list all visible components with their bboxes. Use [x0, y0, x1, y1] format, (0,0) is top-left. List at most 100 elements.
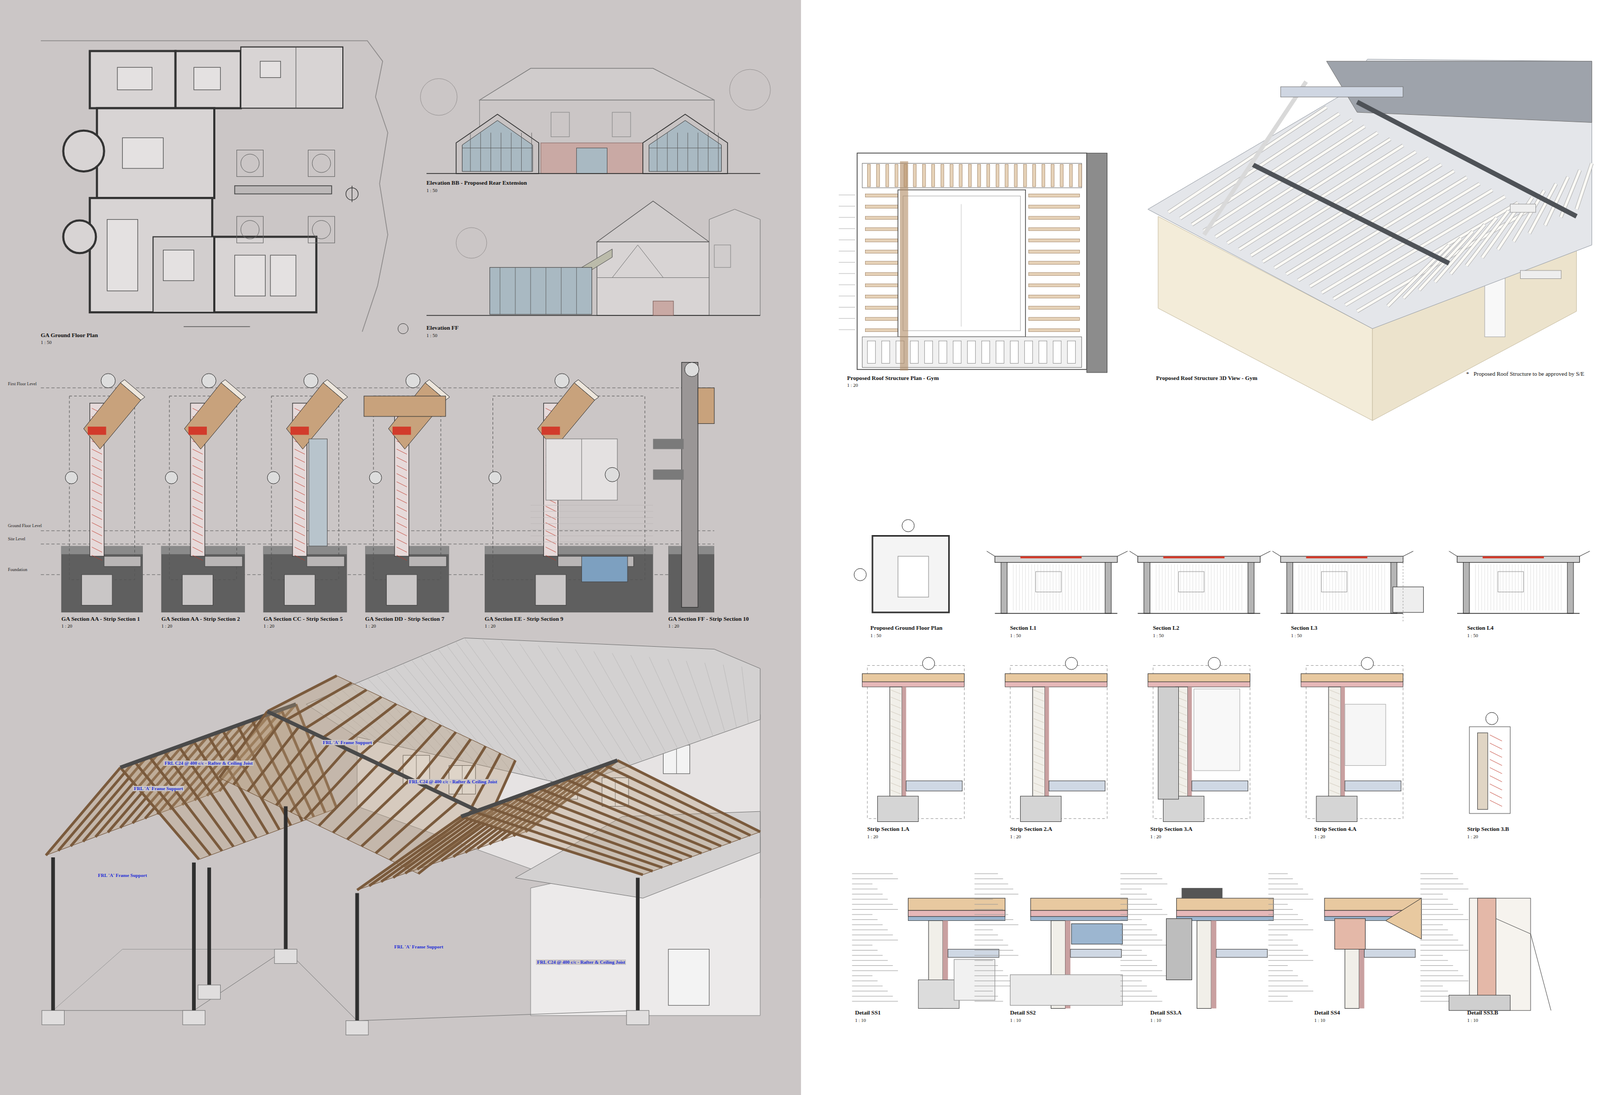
drawing-line [974, 995, 998, 997]
drawing-line [396, 555, 407, 561]
drawing-line [1539, 564, 1541, 611]
joist [867, 340, 876, 363]
strip-3b [1469, 726, 1511, 814]
drawing-line [487, 806, 663, 868]
drawing-line [851, 908, 898, 910]
scale-note: 1 : 10 [1314, 1017, 1326, 1023]
wall [1328, 686, 1341, 807]
rafter [1028, 216, 1080, 220]
drawing-line [351, 185, 353, 203]
drawing-line [396, 514, 407, 520]
gym-plan [872, 535, 950, 613]
drawing-line [891, 725, 902, 730]
drawing-line [1576, 163, 1593, 210]
steel-beam [87, 426, 107, 435]
rafter [865, 227, 898, 231]
rafter [986, 164, 990, 187]
wall [1105, 562, 1112, 614]
drawing-line [92, 530, 103, 536]
drawing-line [677, 132, 678, 172]
drawing-line [578, 774, 731, 843]
drawing-line [530, 267, 531, 315]
drawing-line [1268, 955, 1308, 956]
drawing-line [1120, 924, 1148, 925]
drawing-circle [303, 373, 318, 388]
drawing-line [851, 970, 898, 971]
scale-note: 1 : 20 [484, 623, 496, 629]
drawing-line [1329, 725, 1340, 730]
drawing-line [1560, 564, 1562, 611]
drawing-line [1489, 783, 1503, 790]
drawing-line [1268, 903, 1288, 905]
drawing-line [1089, 564, 1090, 611]
drawing-line [539, 788, 702, 853]
drawing-line [92, 506, 103, 512]
rafter [865, 216, 898, 220]
drawing-circle [240, 220, 260, 240]
drawing-line [851, 980, 878, 981]
drawing-line [92, 522, 103, 528]
drawing-line [1350, 564, 1352, 611]
drawing-line [1120, 980, 1143, 981]
wall [1196, 920, 1212, 1009]
furniture [260, 61, 281, 78]
drawing-line [530, 535, 653, 536]
drawing-line [838, 295, 856, 297]
drawing-line [1120, 959, 1153, 961]
drawing-line [1268, 898, 1314, 900]
level-label: Ground Floor Level [7, 523, 42, 529]
house-roof [479, 68, 715, 100]
drawing-line [1211, 564, 1212, 611]
drawing-line [514, 267, 516, 315]
drawing-line [1402, 556, 1404, 623]
drawing-line [1420, 959, 1449, 961]
house-gable [596, 201, 709, 242]
drawing-title: Elevation FF [426, 324, 459, 332]
drawing-line [461, 816, 643, 875]
drawing-line [596, 277, 709, 278]
rafter [876, 164, 880, 187]
drawing-line [1268, 975, 1298, 976]
drawing-line [294, 473, 305, 479]
roof-slab [994, 556, 1117, 563]
glazing [489, 267, 593, 315]
drawing-line [1268, 934, 1288, 935]
drawing-circle [1485, 712, 1498, 725]
joist [995, 340, 1004, 363]
door [576, 148, 608, 174]
drawing-line [974, 959, 994, 961]
drawing-line [1576, 163, 1593, 210]
drawing-line [40, 543, 715, 544]
drawing-line [1420, 980, 1469, 981]
drawing-line [1268, 883, 1298, 885]
drawing-line [1025, 564, 1026, 611]
drawing-line [741, 666, 749, 724]
rafter [865, 272, 898, 276]
drawing-circle [1361, 657, 1374, 670]
rafter [959, 164, 963, 187]
foundation [877, 795, 919, 822]
drawing-circle [922, 657, 935, 670]
drawing-line [545, 522, 556, 528]
drawing-line [1353, 564, 1355, 611]
steel-beam [290, 426, 309, 435]
window [546, 438, 618, 500]
floor-slab [1344, 780, 1402, 791]
drawing-line [1033, 761, 1044, 766]
wall [1032, 686, 1045, 807]
drawing-line [519, 643, 607, 774]
drawing-line [1481, 564, 1483, 611]
rafter [1028, 261, 1080, 265]
roof-insulation [907, 897, 1005, 911]
drawing-line [52, 949, 286, 1011]
gable-extension [642, 114, 728, 174]
scale-note: 1 : 50 [426, 187, 438, 194]
drawing-line [974, 970, 1004, 971]
drawing-line [974, 914, 1009, 915]
drawing-line [1420, 965, 1454, 966]
scale-note: 1 : 50 [1152, 632, 1165, 639]
drawing-line [1420, 883, 1464, 885]
drawing-line [1068, 564, 1069, 611]
rafter [865, 193, 898, 197]
drawing-line [1033, 768, 1044, 773]
